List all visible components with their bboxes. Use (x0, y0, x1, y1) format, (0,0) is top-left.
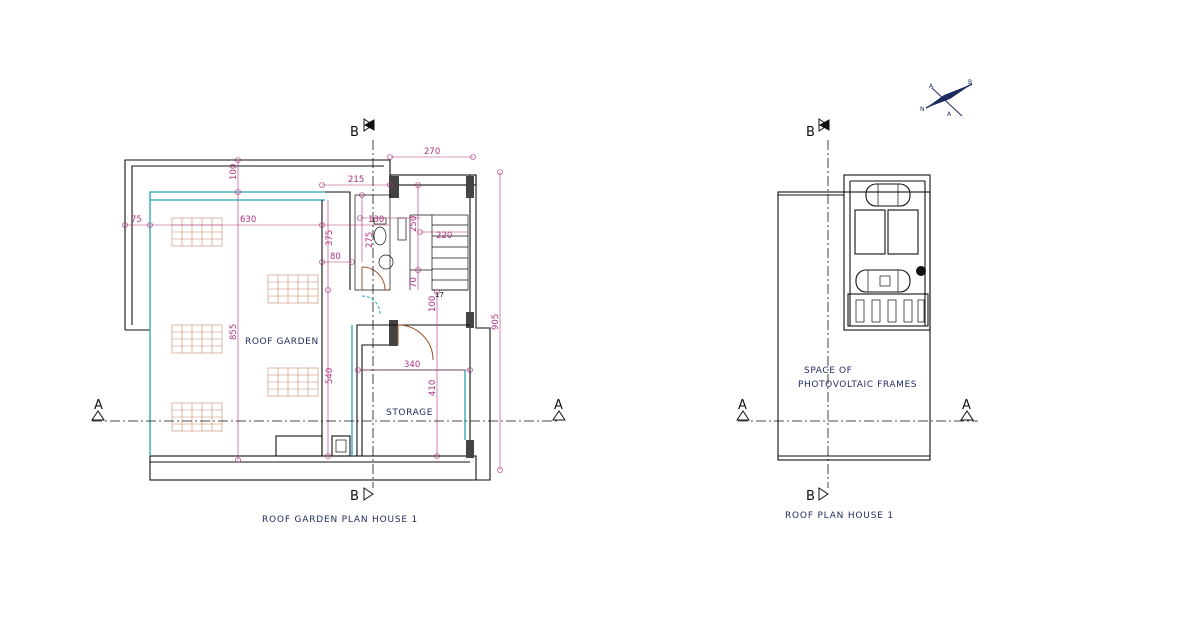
dim-855: 855 (229, 324, 239, 340)
column (466, 176, 474, 198)
planter (275, 435, 323, 457)
dim-340: 340 (404, 360, 420, 370)
column (389, 320, 398, 346)
bottom-wall (149, 455, 477, 481)
roof-plan: SPACE OF PHOTOVOLTAIC FRAMES A A B B ROO… (736, 118, 978, 521)
svg-text:B: B (350, 125, 359, 140)
plan-title-roof-garden: ROOF GARDEN PLAN HOUSE 1 (262, 515, 418, 525)
dim-75: 75 (131, 215, 142, 225)
section-marker-b-bottom-2: B (806, 487, 829, 504)
pv-unit-box (879, 275, 891, 287)
glass-railing (149, 191, 325, 456)
washbasin-icon (378, 254, 394, 270)
dim-375: 375 (325, 230, 335, 246)
dim-905: 905 (491, 314, 501, 330)
svg-text:A: A (962, 398, 971, 413)
north-arrow-a1: A (929, 83, 934, 90)
antenna-icon (916, 266, 926, 276)
solar-collector (887, 209, 919, 255)
pv-panel (171, 217, 223, 247)
dimension-lines (122, 154, 503, 473)
pv-frame-row (847, 293, 929, 327)
storage-wall (356, 324, 470, 456)
column (389, 176, 399, 198)
dim-80: 80 (330, 252, 341, 262)
pv-panel (267, 274, 319, 304)
wc-wall (354, 194, 391, 291)
svg-text:A: A (554, 398, 563, 413)
north-arrow-b: B (968, 79, 972, 86)
svg-text:A: A (738, 398, 747, 413)
glass-door-swing-icon (361, 295, 381, 315)
shaft (397, 217, 407, 241)
sink-basin (335, 439, 347, 453)
svg-text:B: B (350, 489, 359, 504)
stair-top-wall (389, 174, 477, 186)
roof-upper-volume (843, 174, 931, 331)
section-marker-a-left: A (91, 398, 105, 421)
pv-panel (171, 324, 223, 354)
dim-100-mid: 100 (428, 296, 438, 312)
pv-panel-groups (171, 217, 319, 432)
dim-270: 270 (424, 147, 440, 157)
dim-275: 275 (365, 232, 375, 248)
dim-70: 70 (409, 277, 419, 288)
north-arrow-icon: B A N A (920, 79, 973, 118)
column (466, 440, 474, 458)
outer-wall-inner (131, 165, 384, 325)
north-arrow-n: N (920, 106, 925, 113)
section-marker-b-bottom: B (350, 487, 374, 504)
dim-220: 220 (436, 231, 452, 241)
pv-panel (171, 402, 223, 432)
dim-250: 250 (409, 216, 419, 232)
pv-panel (267, 367, 319, 397)
solar-collector (854, 209, 886, 255)
door-swing-icon (397, 324, 434, 361)
dim-410: 410 (428, 380, 438, 396)
svg-text:B: B (806, 125, 815, 140)
room-label-storage: STORAGE (386, 408, 433, 418)
section-marker-b-top: B (350, 118, 375, 140)
room-label-roof-garden: ROOF GARDEN (245, 337, 319, 347)
toilet-icon (373, 226, 387, 246)
roof-garden-plan: 270 215 100 75 630 130 250 220 375 275 8… (91, 118, 566, 525)
section-marker-a-right-2: A (960, 398, 974, 421)
section-marker-b-top-2: B (806, 118, 830, 140)
outer-wall (124, 159, 391, 330)
storage-wall (361, 344, 389, 456)
plan-title-roof: ROOF PLAN HOUSE 1 (785, 511, 894, 521)
water-tank-icon (865, 183, 911, 207)
staircase (409, 214, 469, 291)
core-wall (325, 191, 351, 290)
pv-unit-icon (855, 269, 911, 293)
stair-number: 17 (435, 291, 444, 299)
column (466, 312, 474, 328)
svg-text:B: B (806, 489, 815, 504)
right-wall-outer (475, 175, 491, 481)
pv-space-label-line2: PHOTOVOLTAIC FRAMES (798, 380, 917, 390)
section-marker-a-left-2: A (736, 398, 750, 421)
dim-130: 130 (368, 215, 384, 225)
dim-540: 540 (325, 368, 335, 384)
door-swing-icon (361, 266, 386, 291)
dim-215: 215 (348, 175, 364, 185)
north-arrow-a2: A (947, 111, 952, 118)
dim-630: 630 (240, 215, 256, 225)
sink (331, 435, 351, 457)
dim-100-top: 100 (229, 164, 239, 180)
section-marker-a-right: A (552, 398, 566, 421)
svg-text:A: A (94, 398, 103, 413)
